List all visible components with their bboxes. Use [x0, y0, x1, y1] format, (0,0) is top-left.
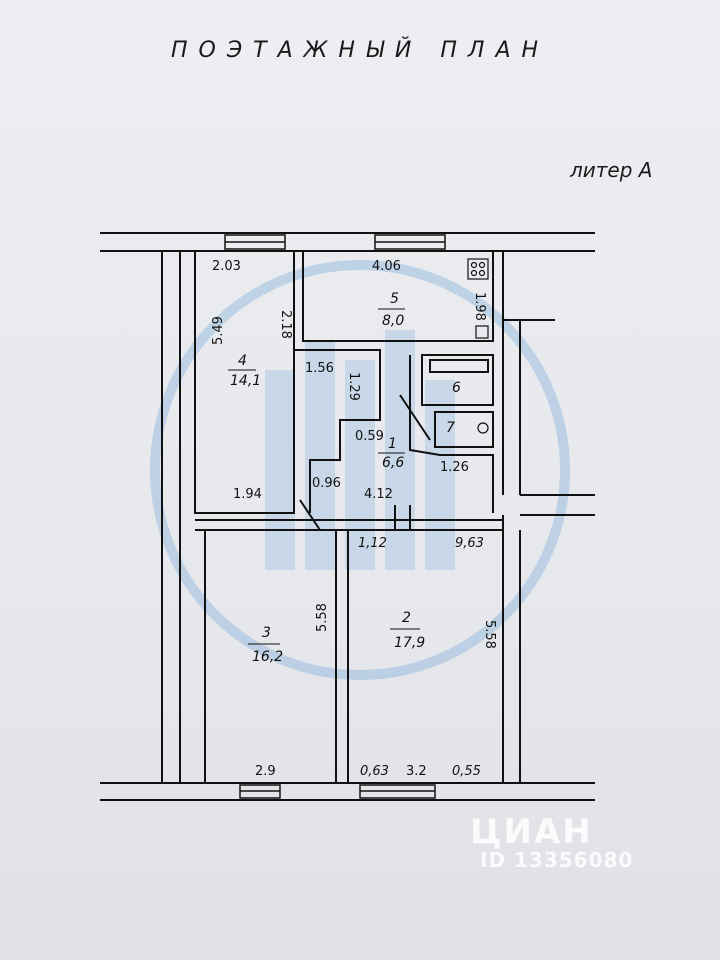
dim-1-12: 1,12	[358, 536, 387, 551]
dim-4-06: 4.06	[372, 259, 401, 274]
room-1-area: 6,6	[382, 455, 404, 471]
stove-icon	[467, 258, 489, 339]
dim-2-03: 2.03	[212, 259, 241, 274]
dim-0-96: 0.96	[312, 476, 341, 491]
dim-9-63: 9,63	[455, 536, 484, 551]
room-1-number: 1	[388, 436, 397, 452]
listing-id-watermark: ID 13356080	[480, 848, 634, 872]
walls	[100, 232, 595, 801]
room-2-number: 2	[402, 610, 411, 626]
windows	[224, 234, 446, 799]
stamp-watermark	[150, 260, 570, 680]
dim-5-58-left: 5.58	[315, 603, 330, 632]
dim-5-49: 5.49	[211, 316, 226, 345]
room-3-number: 3	[262, 625, 271, 641]
dim-3-2: 3.2	[406, 764, 427, 779]
dim-4-12: 4.12	[364, 487, 393, 502]
dim-0-63: 0,63	[360, 764, 389, 779]
plan-subtitle: литер А	[570, 158, 653, 182]
room-4-area: 14,1	[230, 373, 261, 389]
dim-1-26: 1.26	[440, 460, 469, 475]
dim-1-94: 1.94	[233, 487, 262, 502]
room-5-area: 8,0	[382, 313, 404, 329]
room-3-area: 16,2	[252, 649, 283, 665]
room-6-number: 6	[452, 380, 461, 396]
dim-1-98: 1.98	[472, 292, 487, 321]
dim-5-58-right: 5.58	[482, 620, 497, 649]
brand-watermark: ЦИАН	[470, 812, 593, 852]
room-5-number: 5	[390, 291, 399, 307]
dim-1-29: 1.29	[346, 372, 361, 401]
room-7-number: 7	[446, 420, 455, 436]
dim-1-56: 1.56	[305, 361, 334, 376]
plan-title: ПОЭТАЖНЫЙ ПЛАН	[170, 38, 550, 63]
dim-2-18: 2.18	[278, 310, 293, 339]
dim-0-55: 0,55	[452, 764, 481, 779]
dim-2-9: 2.9	[255, 764, 276, 779]
room-4-number: 4	[238, 353, 247, 369]
room-2-area: 17,9	[394, 635, 425, 651]
dim-0-59: 0.59	[355, 429, 384, 444]
